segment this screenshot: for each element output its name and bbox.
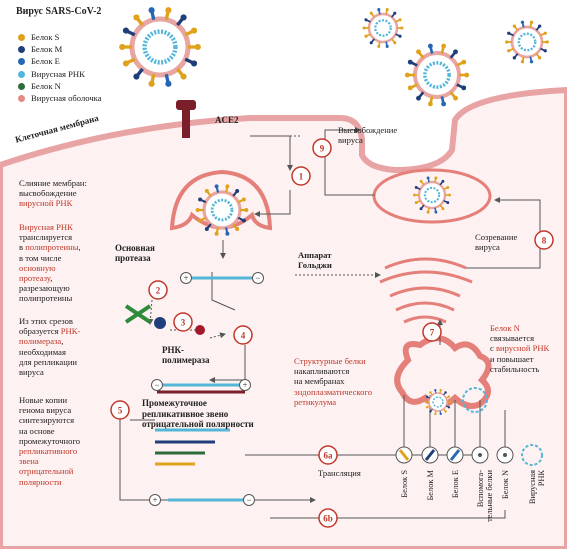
step-number: 7 <box>430 328 435 338</box>
note-structural: Структурные белки накапливаются на мембр… <box>294 356 373 407</box>
legend-swatch <box>18 70 25 78</box>
golgi-label: Аппарат Гольджи <box>298 250 332 271</box>
step-marker-6a: 6a <box>318 445 338 465</box>
virus-particle <box>362 8 404 48</box>
ace2-label: ACE2 <box>215 115 239 125</box>
svg-text:−: − <box>154 380 159 390</box>
virus-particle <box>413 176 451 214</box>
minus-marker: − <box>151 379 163 391</box>
svg-text:+: + <box>242 380 247 390</box>
step-marker-5: 5 <box>110 400 130 420</box>
svg-text:−: − <box>255 273 260 283</box>
golgi-apparatus <box>379 257 473 324</box>
step-marker-3: 3 <box>173 312 193 332</box>
legend-item: Вирусная РНК <box>18 69 85 79</box>
legend-item: Белок Е <box>18 56 60 66</box>
legend-item: Вирусная оболочка <box>18 93 102 103</box>
protein-label: Белок S <box>400 470 409 498</box>
legend-swatch <box>18 58 25 66</box>
rna-strands <box>155 276 258 502</box>
title: Вирус SARS-CoV-2 <box>16 6 102 17</box>
step-marker-2: 2 <box>148 280 168 300</box>
protease-scissors-icon <box>124 304 205 335</box>
legend-label: Белок S <box>31 32 60 42</box>
step-marker-8: 8 <box>534 230 554 250</box>
legend-label: Белок М <box>31 44 63 55</box>
legend-label: Вирусная РНК <box>31 68 85 79</box>
step-number: 6a <box>324 451 334 461</box>
endosome-cup <box>169 169 273 231</box>
step-number: 1 <box>299 172 304 182</box>
plus-marker: + <box>239 379 251 391</box>
virus-particle <box>195 184 249 236</box>
step-number: 6b <box>323 514 333 524</box>
legend-label: Вирусная оболочка <box>31 93 102 103</box>
step-number: 9 <box>320 144 325 154</box>
legend-swatch <box>18 95 25 102</box>
virus-particle <box>119 7 201 87</box>
legend-swatch <box>18 46 25 54</box>
legend-item: Белок S <box>18 32 59 42</box>
step-number: 2 <box>156 286 161 296</box>
ace2-receptor <box>176 100 196 138</box>
step-marker-7: 7 <box>422 322 442 342</box>
protein-label: Вспомога-тельные белки <box>476 469 494 521</box>
virus-particle <box>424 388 452 416</box>
rna-polymerase-label: РНК- полимераза <box>162 345 210 366</box>
minus-marker: − <box>252 272 264 284</box>
main-protease-label: Основная протеаза <box>115 243 155 264</box>
step-number: 5 <box>118 406 123 416</box>
protein-label: Белок N <box>501 470 510 499</box>
legend-swatch <box>18 34 25 41</box>
legend-swatch <box>18 82 25 90</box>
virus-particle <box>404 43 470 107</box>
intermediate-label: Промежуточное репликативное звено отрица… <box>142 398 254 429</box>
step-marker-4: 4 <box>233 325 253 345</box>
translation-label: Трансляция <box>318 468 361 478</box>
legend-item: Белок N <box>18 81 61 91</box>
legend-item: Белок М <box>18 44 62 54</box>
svg-text:−: − <box>246 495 251 505</box>
svg-text:+: + <box>183 273 188 283</box>
note-cuts: Из этих срезов образуется РНК- полимераз… <box>19 316 81 378</box>
plus-marker: + <box>149 494 161 506</box>
minus-marker: − <box>243 494 255 506</box>
legend-label: Белок N <box>31 80 61 91</box>
maturation-vesicle <box>372 168 492 224</box>
svg-text:+: + <box>152 495 157 505</box>
step-marker-1: 1 <box>291 166 311 186</box>
step-marker-6b: 6b <box>318 508 338 528</box>
note-copies: Новые копии генома вируса синтезируются … <box>19 395 81 487</box>
plus-marker: + <box>180 272 192 284</box>
legend-label: Белок Е <box>31 56 60 67</box>
maturation-label: Созревание вируса <box>475 232 518 253</box>
step-number: 4 <box>241 331 246 341</box>
protein-label: ВируснаяРНК <box>528 470 546 505</box>
virus-particle <box>505 20 549 64</box>
step-number: 3 <box>181 318 186 328</box>
protein-label: Белок Е <box>451 470 460 498</box>
step-marker-9: 9 <box>312 138 332 158</box>
note-protein-n: Белок N связывается с вирусной РНК и пов… <box>490 323 550 374</box>
release-label: Высвобождение вируса <box>338 125 398 146</box>
protein-label: Белок М <box>426 469 435 500</box>
step-number: 8 <box>542 236 547 246</box>
protein-markers <box>395 387 543 466</box>
